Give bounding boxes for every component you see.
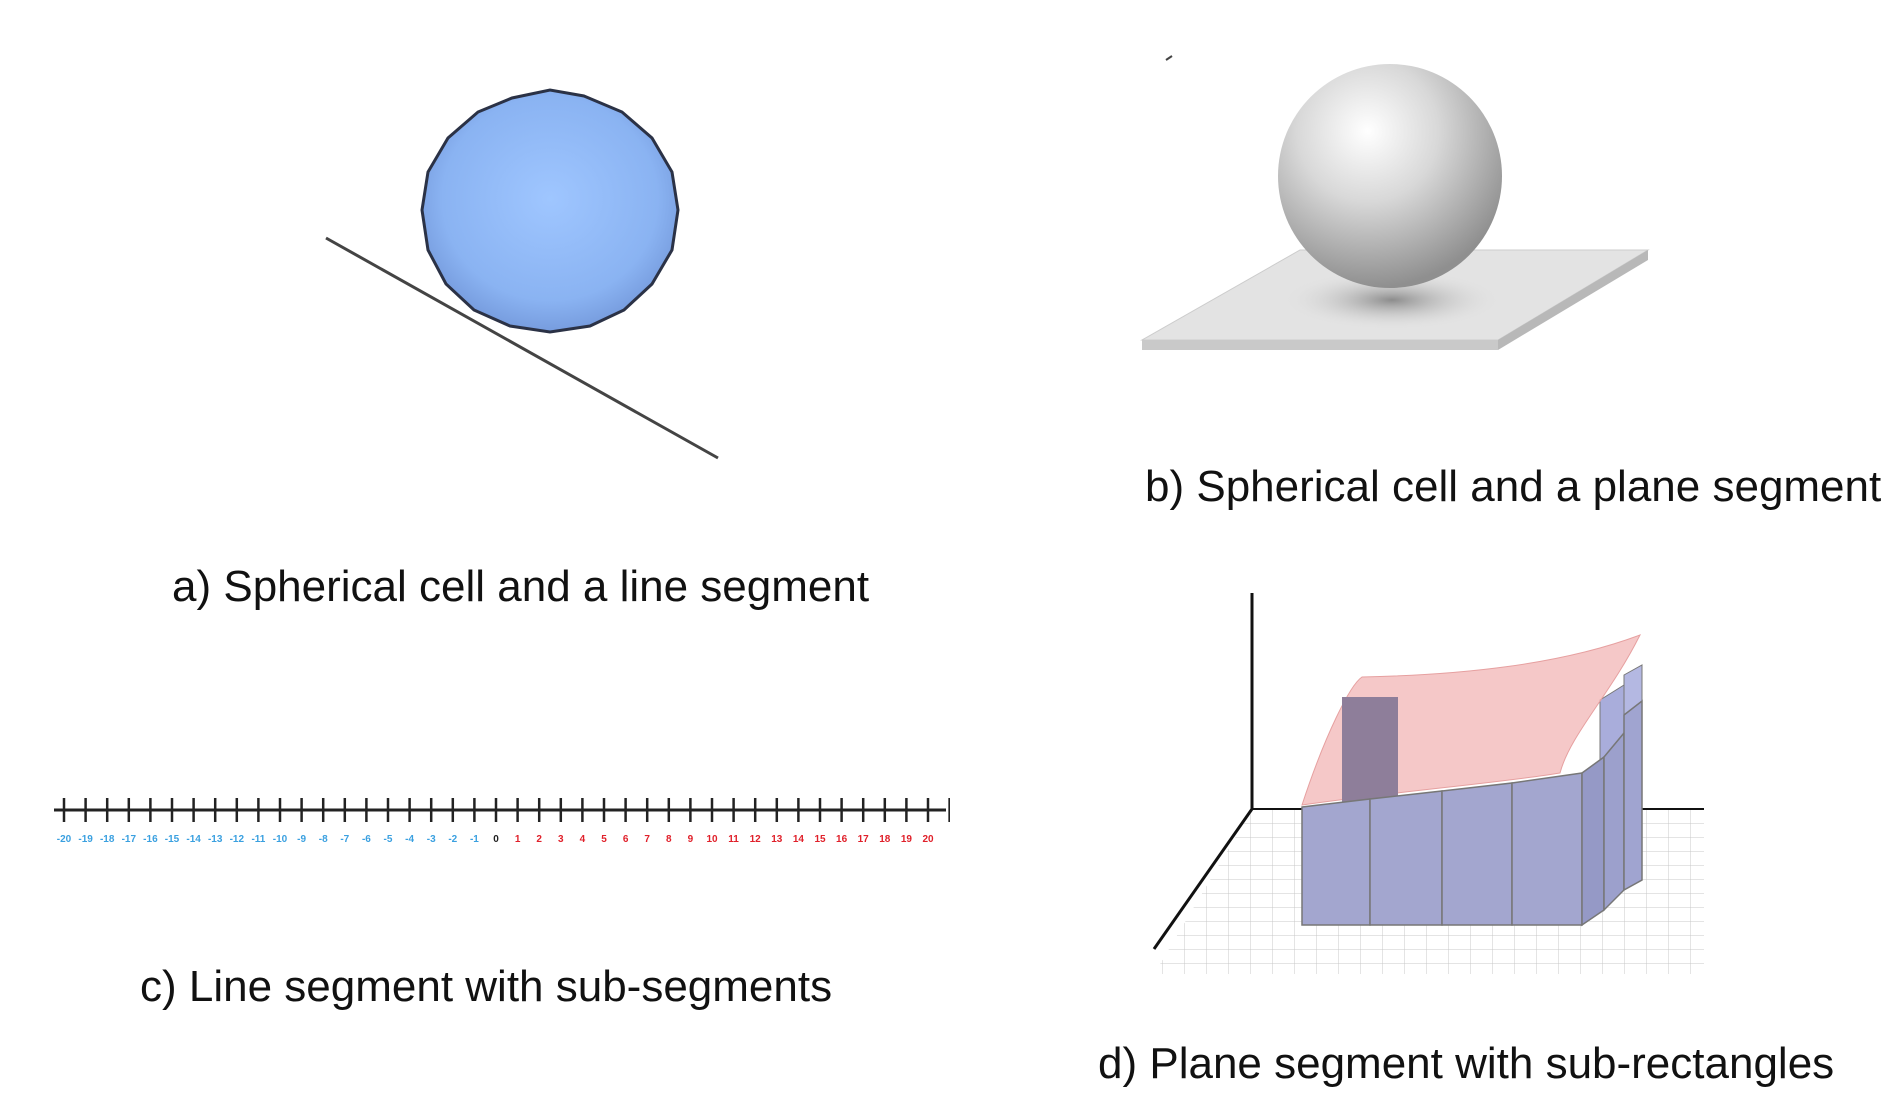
tick-label: 19 <box>901 834 913 845</box>
tick-label: 4 <box>580 834 586 845</box>
highlight-block <box>1342 697 1398 805</box>
panel-a-figure <box>325 88 719 460</box>
tick-label: -5 <box>384 834 393 845</box>
tick-label: -16 <box>143 834 158 845</box>
tick-label: -7 <box>340 834 349 845</box>
tick-label: 15 <box>814 834 826 845</box>
sub-rectangle <box>1301 798 1371 926</box>
caption-b: b) Spherical cell and a plane segment <box>1145 462 1882 511</box>
tick-label: 0 <box>493 834 499 845</box>
tick-label: 13 <box>771 834 783 845</box>
tick-label: 1 <box>515 834 521 845</box>
tick-label: -10 <box>273 834 288 845</box>
tick-label: 17 <box>858 834 870 845</box>
plane-side <box>1498 250 1648 350</box>
tick-label: -12 <box>230 834 245 845</box>
tick-label: 11 <box>728 834 739 845</box>
tick-label: -15 <box>165 834 180 845</box>
tick-label: 5 <box>601 834 607 845</box>
tick-label: 18 <box>879 834 891 845</box>
tick-label: -3 <box>427 834 436 845</box>
sub-rectangle <box>1369 790 1443 926</box>
tick-label: 14 <box>793 834 805 845</box>
sub-rectangle-side <box>1623 699 1643 892</box>
tick-label: 3 <box>558 834 564 845</box>
tick-label: -6 <box>362 834 371 845</box>
tick-label: -18 <box>100 834 115 845</box>
tick-label: -9 <box>297 834 306 845</box>
tick-label: -19 <box>78 834 93 845</box>
tick-label: -11 <box>251 834 265 845</box>
number-line: -20-19-18-17-16-15-14-13-12-11-10-9-8-7-… <box>54 798 950 845</box>
tick-label: -8 <box>319 834 328 845</box>
sub-rectangle <box>1511 772 1583 926</box>
tick-label: -4 <box>405 834 414 845</box>
tick-label: 16 <box>836 834 848 845</box>
tick-label: 2 <box>536 834 542 845</box>
sub-rectangle-side <box>1603 730 1625 912</box>
tick-label: 12 <box>750 834 762 845</box>
plane-edge <box>1142 340 1498 350</box>
tick-label: 8 <box>666 834 672 845</box>
tick-label: 10 <box>706 834 718 845</box>
tick-label: 6 <box>623 834 629 845</box>
spherical-cell <box>1278 64 1502 288</box>
tick-label: -17 <box>122 834 137 845</box>
panel-b-figure <box>1140 55 1650 350</box>
sphere-shadow <box>1282 270 1502 330</box>
y-axis <box>1152 808 1254 950</box>
caption-d: d) Plane segment with sub-rectangles <box>1098 1039 1835 1088</box>
line-segment <box>325 236 719 460</box>
caption-c: c) Line segment with sub-segments <box>140 962 833 1011</box>
spherical-cell <box>420 88 680 334</box>
sub-rectangle-side <box>1581 755 1605 927</box>
caption-a: a) Spherical cell and a line segment <box>172 562 870 611</box>
tick-label: 20 <box>922 834 934 845</box>
corner-mark <box>1165 55 1173 61</box>
tick-label: -2 <box>448 834 457 845</box>
tick-label: -20 <box>57 834 72 845</box>
tick-label: 9 <box>688 834 694 845</box>
sub-rectangle <box>1441 782 1513 926</box>
tick-label: -13 <box>208 834 223 845</box>
tick-label: 7 <box>644 834 650 845</box>
tick-label: -14 <box>186 834 201 845</box>
panel-d-figure <box>1152 593 1704 974</box>
tick-label: -1 <box>470 834 479 845</box>
